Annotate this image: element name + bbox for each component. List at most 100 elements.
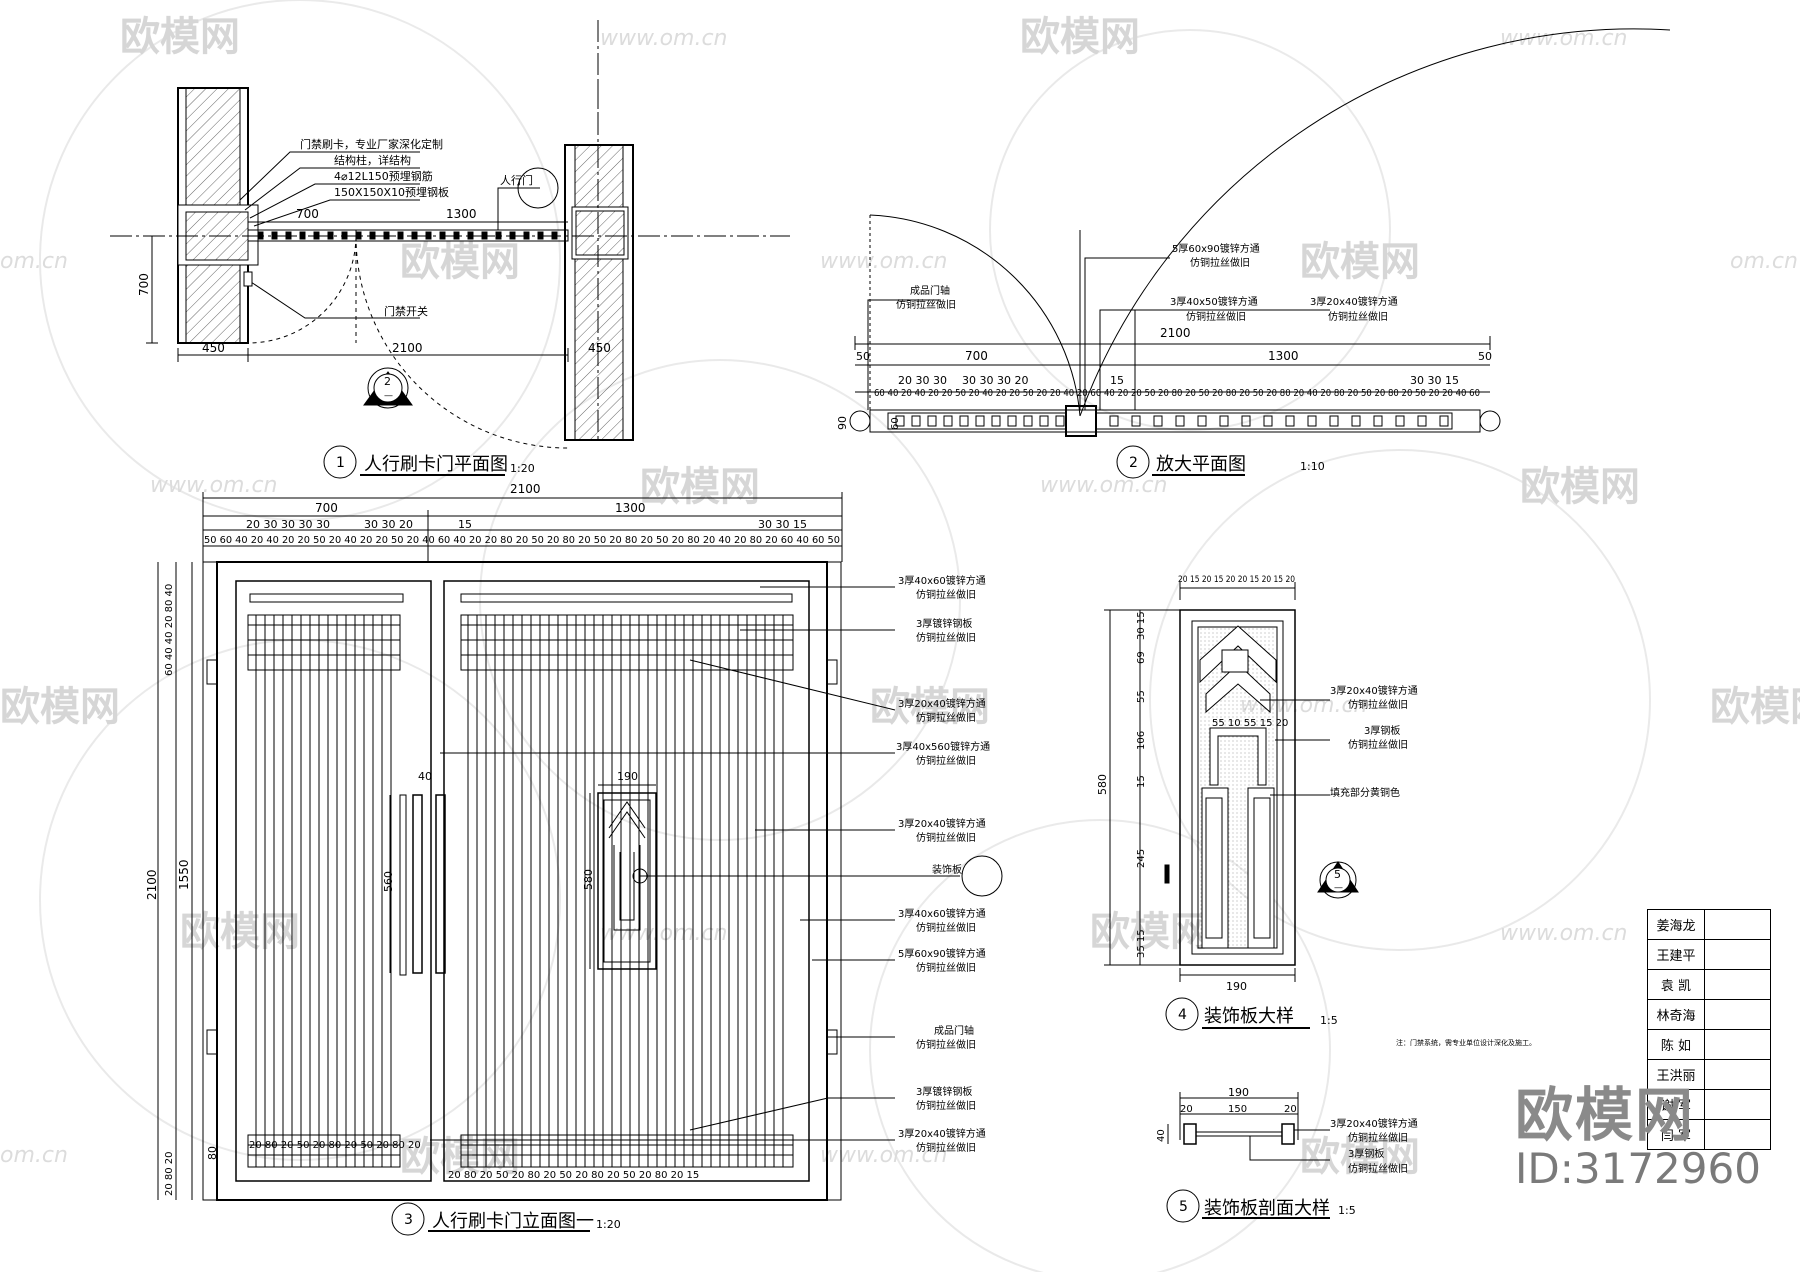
view3-elevation <box>157 492 1003 1236</box>
view5-text: 190 20 150 20 40 3厚20x40镀锌方通 仿铜拉丝做旧 3厚钢板… <box>1156 1086 1418 1219</box>
plan2-tube <box>1219 415 1229 427</box>
watermark-url: www.om.cn <box>600 26 728 51</box>
plan1-tube <box>369 231 376 240</box>
detail4-vdim-6: 245 <box>1136 849 1147 868</box>
plan1-tube <box>257 231 264 240</box>
plan1-tube <box>481 231 488 240</box>
plan1-note-1: 门禁刷卡，专业厂家深化定制 <box>300 137 443 151</box>
plan2-tube <box>1153 415 1163 427</box>
view2-text: 5厚60x90镀锌方通 仿铜拉丝做旧 成品门轴 仿铜拉丝做旧 3厚40x50镀锌… <box>836 242 1492 475</box>
view1-number: 1 <box>336 455 345 471</box>
elev-dim-1300: 1300 <box>615 501 646 515</box>
elev-dim-15: 15 <box>458 518 472 531</box>
view5-title: 装饰板剖面大样 <box>1204 1198 1330 1219</box>
watermark-brand: 欧模网 <box>640 464 760 510</box>
watermark-url: www.om.cn <box>1500 26 1628 51</box>
elev-note-9b: 仿铜拉丝做旧 <box>916 1038 976 1051</box>
plan1-tube <box>495 231 502 240</box>
elev-note-1a: 3厚40x60镀锌方通 <box>898 574 986 587</box>
signature-row: 王建平 <box>1647 939 1771 970</box>
elev-note-3b: 仿铜拉丝做旧 <box>916 711 976 724</box>
elev-note-8b: 仿铜拉丝做旧 <box>916 961 976 974</box>
elev-dim-1550-vertical: 1550 <box>177 859 191 890</box>
plan1-tube <box>327 231 334 240</box>
signature-row: 林奇海 <box>1647 999 1771 1030</box>
plan2-dim-60: 60 <box>890 417 901 430</box>
plan2-row2-mid: 30 30 30 20 <box>962 374 1028 387</box>
elev-dim-80: 80 <box>206 1146 219 1160</box>
elev-note-4a: 3厚40x560镀锌方通 <box>896 740 990 753</box>
plan2-tube <box>975 415 985 427</box>
plan2-tube <box>1285 415 1295 427</box>
plan2-row3: 60 40 20 40 20 20 50 20 40 20 20 50 20 2… <box>874 388 1480 399</box>
watermark-url: www.om.cn <box>820 249 948 274</box>
signature-name: 王洪丽 <box>1647 1059 1705 1090</box>
elev-note-6a: 装饰板 <box>932 863 962 876</box>
plan1-tube <box>453 231 460 240</box>
plan2-dim-90: 90 <box>836 416 849 430</box>
view2-enlarged-plan <box>849 28 1671 479</box>
elev-note-11a: 3厚20x40镀锌方通 <box>898 1127 986 1140</box>
elev-note-5a: 3厚20x40镀锌方通 <box>898 817 986 830</box>
elev-row2-left: 20 30 30 30 30 <box>246 518 330 531</box>
plan1-tag-number: 2 <box>384 375 391 388</box>
plan2-tube <box>1307 415 1317 427</box>
signature-name: 陈 如 <box>1647 1029 1705 1060</box>
signature-row: 袁 凯 <box>1647 969 1771 1000</box>
plan2-tube <box>1373 415 1383 427</box>
signature-cell <box>1704 1119 1771 1150</box>
view1-scale: 1:20 <box>510 462 535 475</box>
plan2-tube <box>943 415 953 427</box>
plan2-label-1b: 仿铜拉丝做旧 <box>1190 256 1250 269</box>
plan1-tube <box>411 231 418 240</box>
signature-cell <box>1704 999 1771 1030</box>
plan2-tube <box>1439 415 1449 427</box>
watermark-url: www.om.cn <box>1040 473 1168 498</box>
detail4-dim-bottom: 190 <box>1226 980 1247 993</box>
detail4-vdim-7: 35 15 <box>1136 929 1147 958</box>
view5-panel-section <box>1166 1092 1330 1223</box>
view2-title: 放大平面图 <box>1156 454 1246 475</box>
signature-row: 陈 如 <box>1647 1029 1771 1060</box>
elev-note-2a: 3厚镀锌钢板 <box>916 617 972 630</box>
brand-stamp: 欧模网 ID:3172960 <box>1515 1085 1761 1193</box>
plan2-tube <box>1055 415 1065 427</box>
plan2-tube <box>1039 415 1049 427</box>
watermark-brand: 欧模网 <box>1300 239 1420 285</box>
signature-name: 林奇海 <box>1647 999 1705 1030</box>
plan1-tube <box>397 231 404 240</box>
watermark-brand: 欧模网 <box>1300 1134 1420 1180</box>
plan2-label-2b: 仿铜拉丝做旧 <box>896 298 956 311</box>
elev-dim-580: 580 <box>582 869 595 890</box>
signature-cell <box>1704 939 1771 970</box>
plan2-label-4b: 仿铜拉丝做旧 <box>1328 310 1388 323</box>
watermark-url: www.om.cn <box>600 921 728 946</box>
plan2-tube <box>1417 415 1427 427</box>
elev-note-10b: 仿铜拉丝做旧 <box>916 1099 976 1112</box>
watermark-url-edge: om.cn <box>0 1143 68 1168</box>
plan2-dim-700: 700 <box>965 349 988 363</box>
detail5-note-1: 3厚20x40镀锌方通 <box>1330 1117 1418 1130</box>
signature-cell <box>1704 1029 1771 1060</box>
elev-note-5b: 仿铜拉丝做旧 <box>916 831 976 844</box>
watermark-brand: 欧模网 <box>180 909 300 955</box>
signature-name: 袁 凯 <box>1647 969 1705 1000</box>
view1-plan <box>110 20 790 479</box>
signature-table: 姜海龙王建平袁 凯林奇海陈 如王洪丽谢 军闫 军 <box>1647 909 1771 1150</box>
signature-cell <box>1704 969 1771 1000</box>
plan1-switch-label: 门禁开关 <box>384 304 428 318</box>
elev-left-vertical-dims: 60 40 40 20 80 40 <box>164 584 175 676</box>
plan2-tube <box>1023 415 1033 427</box>
detail5-dim-40: 40 <box>1156 1129 1167 1142</box>
elev-row2-mid: 30 30 20 <box>364 518 413 531</box>
plan2-tube <box>1263 415 1273 427</box>
detail5-dim-190: 190 <box>1228 1086 1249 1099</box>
elev-dim-2100-vertical: 2100 <box>145 869 159 900</box>
watermark-brand: 欧模网 <box>870 684 990 730</box>
elev-bottom-row-left: 20 80 20 50 20 80 20 50 20 80 20 <box>249 1140 421 1151</box>
plan1-tube <box>299 231 306 240</box>
view4-number: 4 <box>1178 1007 1187 1023</box>
view3-title: 人行刷卡门立面图一 <box>432 1211 594 1232</box>
signature-name: 闫 军 <box>1647 1119 1705 1150</box>
plan1-dim-450-right: 450 <box>588 341 611 355</box>
